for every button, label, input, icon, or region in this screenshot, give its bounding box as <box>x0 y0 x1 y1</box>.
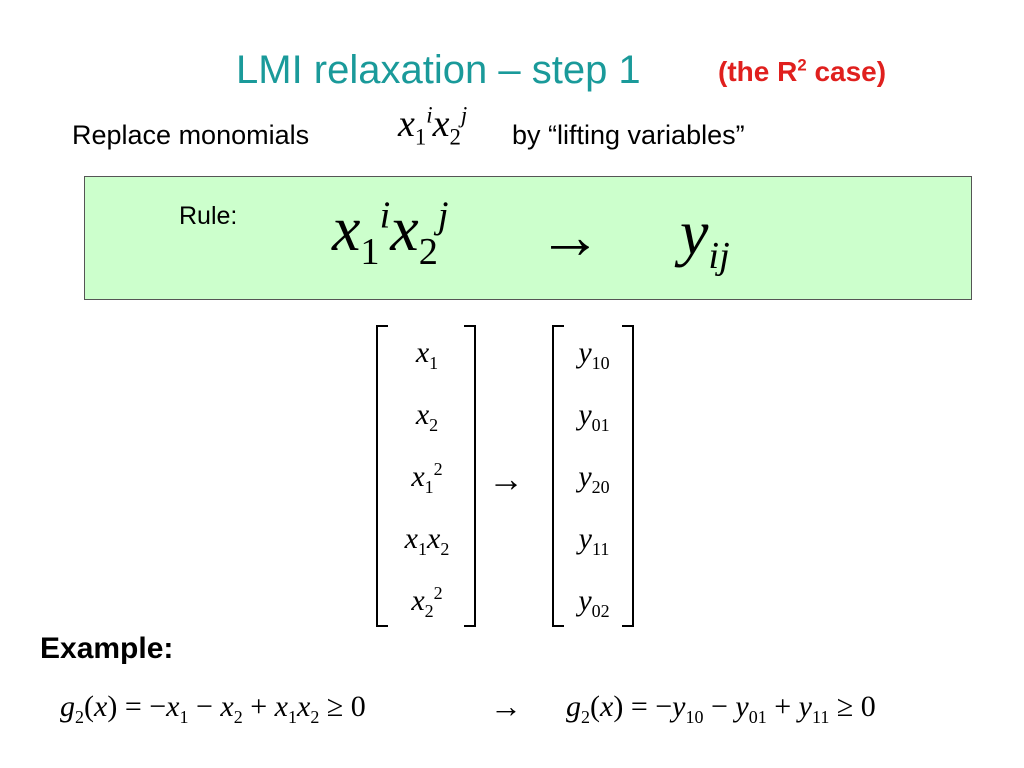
right-vector-cell: y01 <box>578 398 610 435</box>
right-vector-cell: y02 <box>578 584 610 621</box>
example-original-constraint: g2(x) = −x1 − x2 + x1x2 ≥ 0 <box>60 690 366 727</box>
lifting-variables-label: by “lifting variables” <box>512 120 745 150</box>
right-vector-cell: y11 <box>578 522 610 559</box>
replace-monomials-label: Replace monomials <box>72 120 310 150</box>
rule-monomial: x1ix2j <box>332 193 449 273</box>
left-vector-cell: x12 <box>411 459 443 497</box>
right-vector-cell: y20 <box>578 460 610 497</box>
left-vector-cell: x1 <box>415 336 439 373</box>
left-vector-close-bracket <box>464 325 476 627</box>
monomial-formula: x1ix2j <box>398 102 468 150</box>
example-lifted-constraint: g2(x) = −y10 − y01 + y11 ≥ 0 <box>566 690 876 727</box>
right-vector-cell: y10 <box>578 336 610 373</box>
right-vector-open-bracket <box>552 325 564 627</box>
left-vector-cell: x1x2 <box>404 522 450 559</box>
vector-mapping-arrow: → <box>488 459 524 499</box>
rule-lifting-variable: yij <box>680 197 730 277</box>
rule-arrow: → <box>538 201 602 272</box>
example-label: Example: <box>40 632 174 665</box>
slide-subtitle: (the R2 case) <box>718 55 887 87</box>
rule-label: Rule: <box>179 202 238 230</box>
example-arrow: → <box>490 688 522 724</box>
left-vector-cell: x2 <box>415 398 439 435</box>
left-vector-open-bracket <box>376 325 388 627</box>
right-vector-close-bracket <box>622 325 634 627</box>
slide-title: LMI relaxation – step 1 <box>236 48 641 92</box>
rule-box <box>84 176 972 300</box>
left-vector-cell: x22 <box>411 583 443 621</box>
